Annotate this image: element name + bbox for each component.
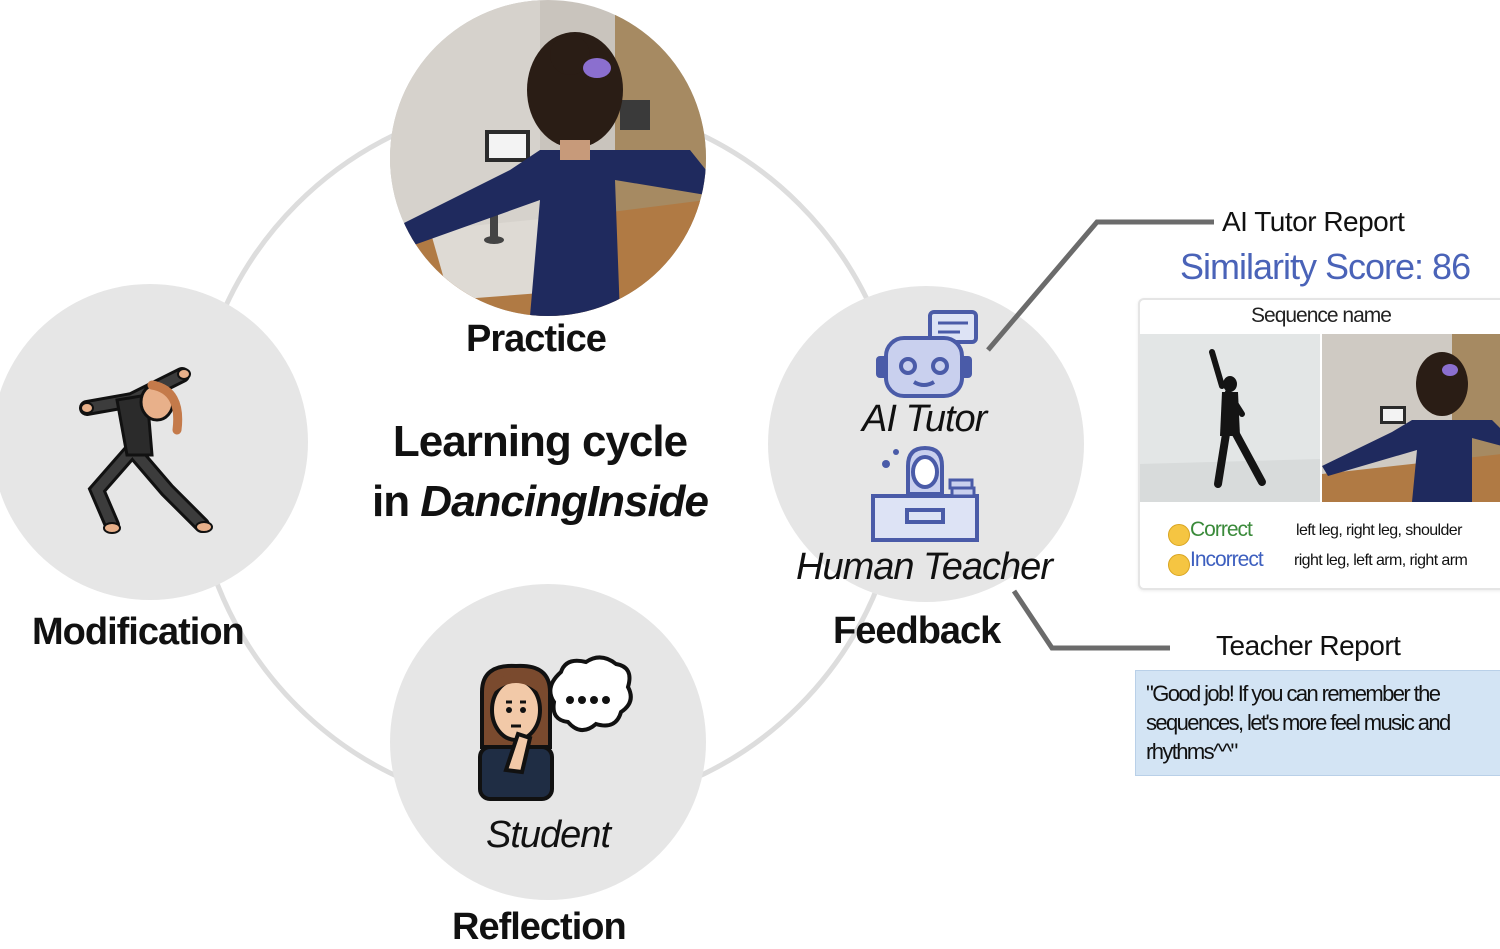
teacher-report-title: Teacher Report bbox=[1216, 630, 1401, 661]
reference-video-frame bbox=[1140, 334, 1320, 502]
center-title: Learning cycle in DancingInside bbox=[330, 412, 750, 532]
correct-label: Correct bbox=[1190, 518, 1253, 541]
dancer-icon bbox=[79, 367, 213, 534]
practice-label: Practice bbox=[466, 318, 607, 360]
student-video-frame bbox=[1322, 334, 1500, 502]
robot-icon bbox=[876, 310, 978, 398]
ai-tutor-label: AI Tutor bbox=[862, 398, 987, 440]
incorrect-label: Incorrect bbox=[1190, 548, 1264, 571]
student-thinking-icon bbox=[478, 655, 633, 801]
teacher-quote: "Good job! If you can remember the seque… bbox=[1135, 670, 1500, 776]
incorrect-parts: right leg, left arm, right arm bbox=[1294, 552, 1468, 569]
sequence-name: Sequence name bbox=[1251, 304, 1392, 327]
similarity-score: Similarity Score: 86 bbox=[1180, 246, 1471, 287]
center-title-line2: in DancingInside bbox=[371, 477, 709, 526]
student-label: Student bbox=[486, 814, 611, 856]
correct-parts: left leg, right leg, shoulder bbox=[1296, 522, 1462, 539]
feedback-label: Feedback bbox=[833, 610, 1001, 652]
human-teacher-label: Human Teacher bbox=[796, 546, 1053, 588]
ai-report-card: Sequence name bbox=[1138, 298, 1500, 590]
modification-label: Modification bbox=[32, 611, 245, 653]
modification-node bbox=[0, 284, 308, 600]
sad-emoji-icon bbox=[1168, 554, 1190, 576]
ai-report-title: AI Tutor Report bbox=[1222, 206, 1405, 237]
center-title-line1: Learning cycle bbox=[392, 417, 688, 466]
teacher-desk-icon bbox=[871, 446, 979, 542]
reflection-label: Reflection bbox=[452, 906, 627, 948]
smile-emoji-icon bbox=[1168, 524, 1190, 546]
